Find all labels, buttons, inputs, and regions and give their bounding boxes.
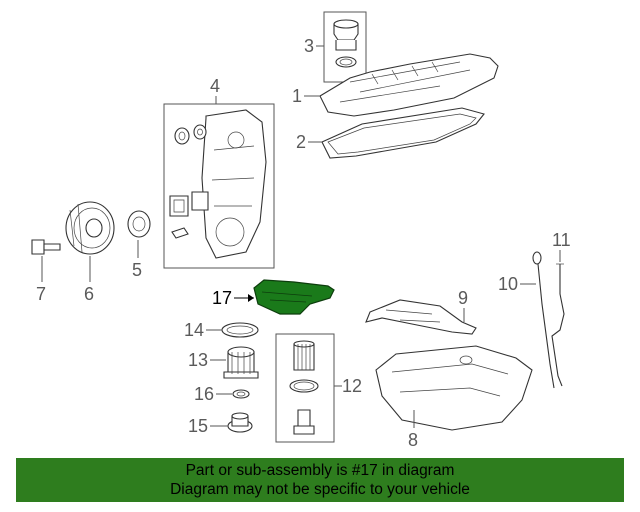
- callout-15: 15: [188, 416, 208, 436]
- valve-cover[interactable]: [319, 53, 499, 117]
- callout-9: 9: [458, 288, 468, 308]
- callout-8: 8: [408, 430, 418, 450]
- oil-filler-cap[interactable]: [323, 11, 367, 83]
- pulley-bolt[interactable]: [31, 239, 61, 255]
- drain-plug[interactable]: [227, 412, 253, 433]
- callout-10: 10: [498, 274, 518, 294]
- callout-3: 3: [304, 36, 314, 56]
- callout-16: 16: [194, 384, 214, 404]
- callout-5: 5: [132, 260, 142, 280]
- drain-washer[interactable]: [232, 389, 250, 399]
- oil-pan[interactable]: [375, 345, 533, 431]
- info-banner: Part or sub-assembly is #17 in diagram D…: [16, 458, 624, 502]
- callout-6: 6: [84, 284, 94, 304]
- banner-line-1: Part or sub-assembly is #17 in diagram: [185, 462, 455, 479]
- callout-13: 13: [188, 350, 208, 370]
- dipstick-tube[interactable]: [551, 263, 565, 387]
- oil-filter-kit[interactable]: [275, 333, 335, 443]
- o-ring[interactable]: [221, 322, 259, 338]
- callout-12: 12: [342, 376, 362, 396]
- timing-cover[interactable]: [163, 103, 275, 269]
- crankshaft-pulley[interactable]: [65, 201, 115, 255]
- banner-line-2: Diagram may not be specific to your vehi…: [170, 481, 470, 498]
- callout-1: 1: [292, 86, 302, 106]
- callout-11: 11: [552, 230, 571, 250]
- callout-2: 2: [296, 132, 306, 152]
- callout-17: 17: [212, 288, 232, 308]
- valve-cover-gasket[interactable]: [321, 107, 485, 159]
- oil-baffle[interactable]: [365, 299, 477, 335]
- callout-7: 7: [36, 284, 46, 304]
- callout-14: 14: [184, 320, 204, 340]
- dipstick[interactable]: [532, 251, 555, 389]
- highlighted-part-17[interactable]: [253, 279, 335, 315]
- crankshaft-seal[interactable]: [127, 210, 151, 238]
- filter-housing-cap[interactable]: [223, 346, 259, 379]
- callout-4: 4: [210, 76, 220, 96]
